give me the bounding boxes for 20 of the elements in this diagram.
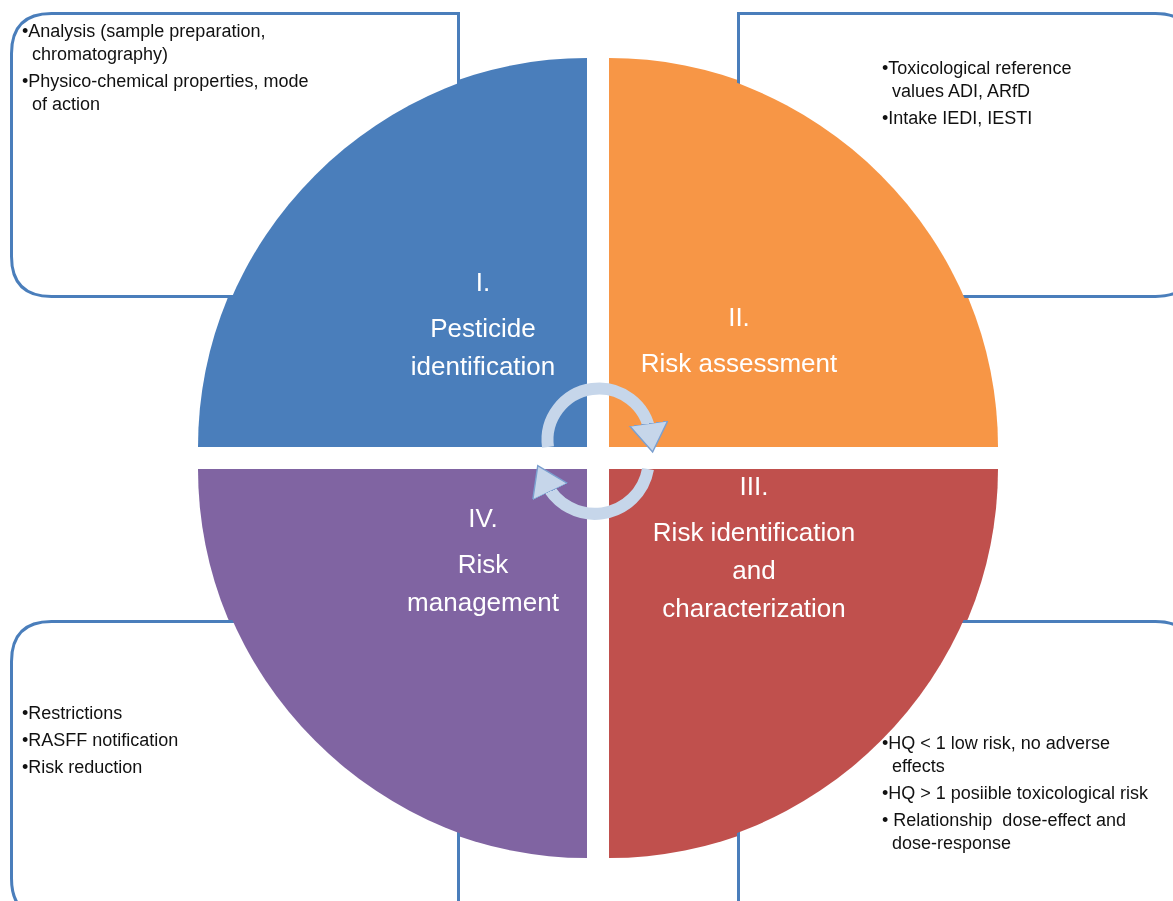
- bullet-item: •Physico-chemical properties, mode of action: [22, 70, 310, 116]
- bullet-item: •HQ < 1 low risk, no adverse effects: [882, 732, 1111, 778]
- curved-arrow: [541, 382, 668, 453]
- bullet-item: •HQ > 1 posiible toxicological risk: [882, 782, 1149, 805]
- step-title: Risk identification and characterization: [651, 516, 857, 625]
- bullet-item: •Risk reduction: [22, 756, 144, 779]
- bullet-item: •RASFF notification: [22, 729, 180, 752]
- step-number: I.: [474, 266, 492, 299]
- bullet-item: •Restrictions: [22, 702, 124, 725]
- bullet-item: •Analysis (sample preparation, chromatography): [22, 20, 267, 66]
- step-title: Risk management: [406, 548, 560, 619]
- bullet-item: • Relationship dose-effect and dose-response: [882, 809, 1128, 855]
- step-number: IV.: [467, 502, 499, 535]
- step-title: Risk assessment: [639, 347, 839, 380]
- bullet-item: •Toxicological reference values ADI, ARfD: [882, 57, 1073, 103]
- step-title: Pesticide identification: [409, 312, 557, 383]
- curved-arrow: [533, 465, 654, 520]
- step-number: III.: [738, 470, 770, 503]
- bullet-item: •Intake IEDI, IESTI: [882, 107, 1034, 130]
- step-number: II.: [727, 301, 751, 334]
